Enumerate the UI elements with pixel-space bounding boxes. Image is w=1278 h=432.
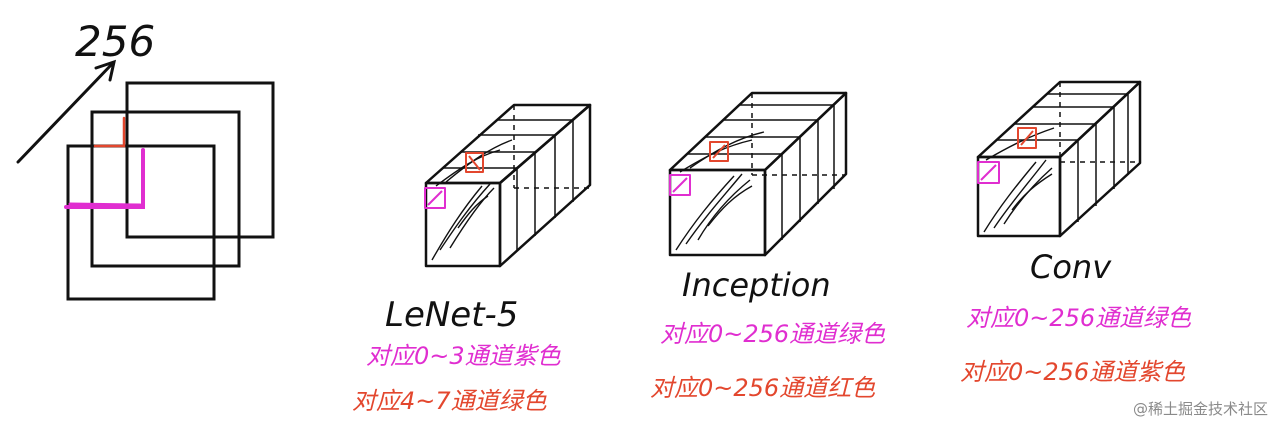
cuboid-front-face [976,155,1062,238]
red-corner-mark [93,116,126,148]
magenta-corner-mark-thick [68,202,142,207]
note-conv-magenta: 对应0~256通道绿色 [966,304,1192,332]
filter-marks [669,141,729,196]
cuboid-conv [976,80,1142,238]
note-lenet5-red: 对应4~7通道绿色 [352,387,548,415]
channel-square-back [125,81,275,239]
block-label-conv: Conv [1030,248,1112,286]
block-label-lenet5: LeNet-5 [385,295,518,335]
filter-marks [977,127,1037,184]
filter-marks [424,152,484,209]
channel-dividers [443,119,574,250]
channel-count-label: 256 [75,17,155,66]
hidden-edges [1059,82,1140,163]
cuboid-inception [668,91,848,257]
magenta-corner-mark [64,148,145,209]
note-inception-magenta: 对应0~256通道绿色 [660,320,886,348]
hidden-edges [751,93,846,176]
scribble-shading [675,131,765,251]
scribble-shading [983,127,1055,233]
note-conv-red: 对应0~256通道紫色 [960,358,1186,386]
arrow-head [94,59,117,82]
channel-square-middle [90,110,241,268]
note-inception-red: 对应0~256通道红色 [650,374,876,402]
scribble-shading [431,139,513,261]
cuboid-side-face [763,91,848,257]
watermark: @稀土掘金技术社区 [1133,400,1268,418]
cuboid-side-face [498,103,592,268]
cuboid-top-face [424,103,592,185]
block-label-inception: Inception [682,266,831,304]
note-lenet5-magenta: 对应0~3通道紫色 [366,342,562,370]
channel-square-front [66,144,216,301]
arrow-shaft [16,62,114,164]
cuboid-lenet5 [424,103,592,268]
channel-dividers [688,104,835,240]
stacked-channels-figure [16,59,275,301]
hidden-edges [513,105,590,189]
